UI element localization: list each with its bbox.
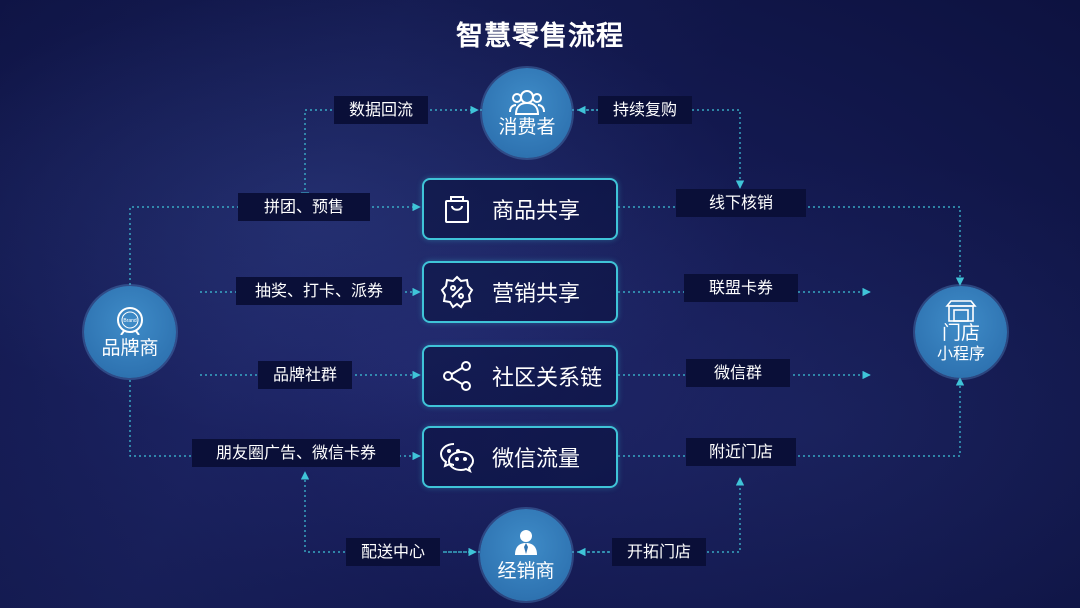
- tag-wechat-group: 微信群: [686, 359, 790, 387]
- consumer-node: 消费者: [482, 68, 572, 158]
- tag-offline-verify: 线下核销: [676, 189, 806, 217]
- dealer-node: 经销商: [480, 509, 572, 601]
- brand-label: 品牌商: [101, 337, 159, 359]
- dealer-label: 经销商: [497, 560, 555, 582]
- tag-repurchase: 持续复购: [598, 96, 692, 124]
- wechat-traffic-box: 微信流量: [422, 426, 618, 488]
- tag-alliance-coupon: 联盟卡券: [684, 274, 798, 302]
- marketing-share-label: 营销共享: [492, 282, 581, 307]
- shopping-bag-icon: [445, 196, 469, 223]
- tag-brand-community: 品牌社群: [258, 361, 352, 389]
- wechat-icon: [440, 443, 474, 473]
- store-label-line1: 门店: [941, 322, 980, 344]
- users-icon: [509, 90, 545, 115]
- tag-moments-ads-coupon: 朋友圈广告、微信卡券: [192, 439, 400, 467]
- tag-open-store: 开拓门店: [612, 538, 706, 566]
- storefront-icon: [945, 300, 977, 322]
- marketing-share-box: 营销共享: [422, 261, 618, 323]
- goods-share-label: 商品共享: [492, 199, 581, 224]
- wechat-traffic-label: 微信流量: [492, 447, 581, 472]
- store-label-line2: 小程序: [936, 344, 985, 363]
- tag-data-backflow: 数据回流: [334, 96, 428, 124]
- tag-lottery-checkin-coupon: 抽奖、打卡、派券: [236, 277, 402, 305]
- person-icon: [515, 530, 537, 555]
- tag-nearby-store: 附近门店: [686, 438, 796, 466]
- brand-node: Brand 品牌商: [84, 286, 176, 378]
- brand-badge-icon: Brand: [117, 307, 143, 335]
- consumer-label: 消费者: [498, 116, 556, 138]
- share-icon: [443, 361, 471, 391]
- diagram-title: 智慧零售流程: [456, 21, 624, 52]
- community-chain-label: 社区关系链: [492, 366, 603, 391]
- store-node: 门店 小程序: [915, 286, 1007, 378]
- community-chain-box: 社区关系链: [422, 345, 618, 407]
- brand-badge-text: Brand: [123, 318, 137, 324]
- tag-group-presale: 拼团、预售: [238, 193, 370, 221]
- tag-distribution-center: 配送中心: [346, 538, 440, 566]
- goods-share-box: 商品共享: [422, 178, 618, 240]
- discount-badge-icon: [440, 275, 474, 309]
